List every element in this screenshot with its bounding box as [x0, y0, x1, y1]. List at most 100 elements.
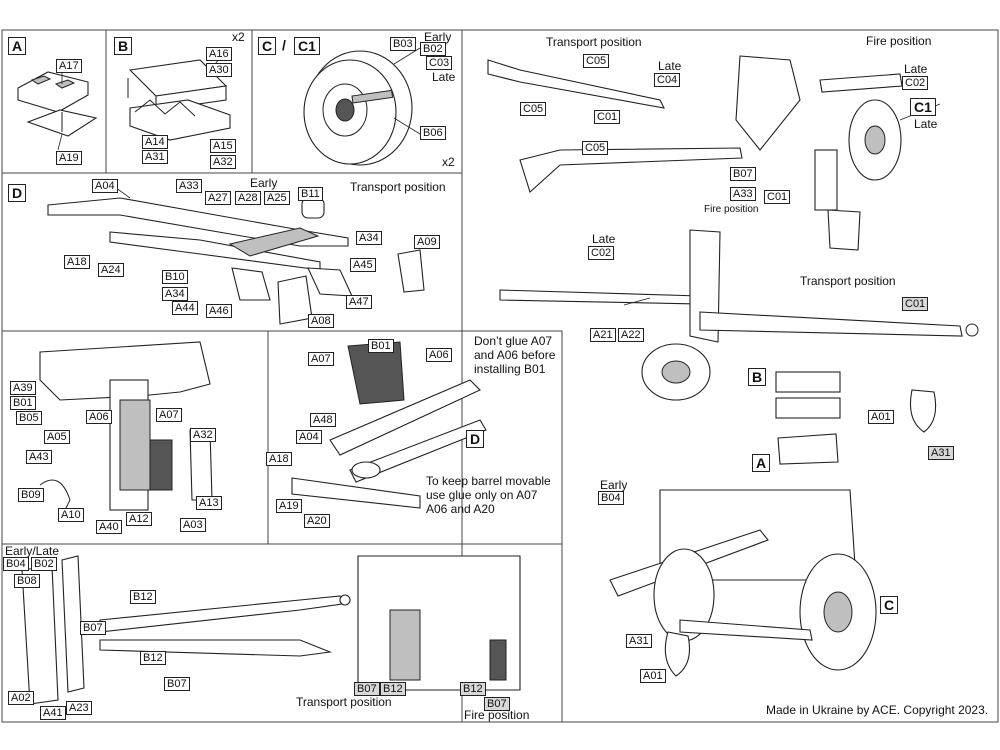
footer-copyright: Made in Ukraine by ACE. Copyright 2023. [766, 703, 989, 717]
wheel-c [303, 50, 413, 166]
label-b10: B10 [162, 270, 188, 284]
label-b06: B06 [420, 126, 446, 140]
label-a31: A31 [142, 150, 168, 164]
label-a31-r2: A31 [928, 446, 954, 460]
label-a12: A12 [126, 512, 152, 526]
label-a01-r2: A01 [868, 410, 894, 424]
panel-d-title: Transport position [350, 180, 446, 194]
panel-g-transport: Transport position [296, 695, 392, 709]
label-a06-e: A06 [86, 410, 112, 424]
label-a14: A14 [142, 135, 168, 149]
r2-transport-title: Transport position [800, 274, 896, 288]
panel-c-qty: x2 [442, 155, 455, 169]
label-a32-e: A32 [190, 428, 216, 442]
label-a04-d: A04 [92, 179, 118, 193]
panel-d-early: Early [250, 176, 278, 190]
panel-c1-tag: C1 [294, 37, 320, 55]
label-b04-g: B04 [3, 557, 29, 571]
label-a17: A17 [56, 59, 82, 73]
panel-c-slash: / [282, 37, 286, 53]
note-barrel-1: To keep barrel movable [426, 474, 551, 488]
part-b-boxes [127, 59, 231, 141]
r3-tag-c: C [880, 596, 899, 614]
label-a15: A15 [210, 139, 236, 153]
label-a31-r3: A31 [626, 634, 652, 648]
label-a20: A20 [304, 514, 330, 528]
label-a43: A43 [26, 450, 52, 464]
label-b12-g4: B12 [460, 682, 486, 696]
r1-transport-title: Transport position [546, 35, 642, 49]
label-a34-left: A34 [162, 287, 188, 301]
label-b12-g3: B12 [380, 682, 406, 696]
label-a46: A46 [206, 304, 232, 318]
label-a32: A32 [210, 155, 236, 169]
label-a07-f: A07 [308, 352, 334, 366]
panel-g-title: Early/Late [5, 544, 60, 558]
r2-late: Late [592, 232, 616, 246]
panel-g-fire: Fire position [464, 708, 530, 722]
label-a18-f: A18 [266, 452, 292, 466]
label-b07-g4: B07 [484, 697, 510, 711]
label-a13: A13 [196, 496, 222, 510]
label-a40: A40 [96, 520, 122, 534]
label-a06-f: A06 [426, 348, 452, 362]
r1-late-a: Late [658, 59, 682, 73]
label-c05-r1b: C05 [520, 102, 547, 116]
label-c01-r1b: C01 [764, 190, 791, 204]
label-a18-d: A18 [64, 255, 90, 269]
label-a10: A10 [58, 508, 84, 522]
label-b01-e: B01 [10, 396, 36, 410]
label-a21: A21 [590, 328, 616, 342]
label-a05: A05 [44, 430, 70, 444]
label-a28: A28 [235, 191, 261, 205]
label-c05-r1a: C05 [583, 54, 610, 68]
label-c03: C03 [426, 56, 453, 70]
panel-b-tag: B [114, 37, 133, 55]
label-a08: A08 [308, 314, 334, 328]
label-a03: A03 [180, 518, 206, 532]
r2-tag-b: B [748, 368, 767, 386]
label-b01-f: B01 [368, 339, 394, 353]
label-a27: A27 [205, 191, 231, 205]
label-a25: A25 [264, 191, 290, 205]
r1-late-b: Late [904, 62, 928, 76]
panel-d-tag: D [8, 184, 27, 202]
label-a23: A23 [66, 701, 92, 715]
label-a02: A02 [8, 691, 34, 705]
frame-right [461, 29, 999, 723]
label-c04: C04 [654, 73, 681, 87]
label-b11: B11 [298, 187, 323, 201]
label-a04-f: A04 [296, 430, 322, 444]
note-dont-glue-2: and A06 before [474, 348, 556, 362]
label-a24: A24 [98, 263, 124, 277]
r2-tag-a: A [752, 454, 771, 472]
note-barrel-3: A06 and A20 [426, 502, 495, 516]
label-b04-r3: B04 [598, 491, 624, 505]
panel-a-tag: A [8, 37, 27, 55]
label-a41: A41 [40, 706, 66, 720]
label-c02-r2: C02 [588, 246, 615, 260]
frame-g [1, 543, 563, 723]
label-b09: B09 [18, 488, 44, 502]
panel-c-late: Late [432, 70, 456, 84]
r3-early: Early [600, 478, 628, 492]
r1-c1-tag: C1 [910, 98, 936, 116]
label-a47: A47 [346, 295, 372, 309]
label-b03: B03 [390, 37, 416, 51]
label-c05-r1c: C05 [582, 141, 609, 155]
label-b12-g1: B12 [130, 590, 156, 604]
r1-late-c: Late [914, 117, 938, 131]
gun-assembly-e [39, 341, 213, 521]
label-a01-r3: A01 [640, 669, 666, 683]
trail-assembly-d [47, 197, 425, 325]
label-a30: A30 [206, 63, 232, 77]
part-a17 [17, 71, 89, 113]
gun-assembled-top [487, 55, 903, 251]
label-a16: A16 [206, 47, 232, 61]
gun-assembly-g [21, 555, 521, 705]
label-a45: A45 [350, 258, 376, 272]
label-b02: B02 [420, 42, 446, 56]
label-c01-r2: C01 [902, 297, 929, 311]
label-a44: A44 [172, 301, 198, 315]
